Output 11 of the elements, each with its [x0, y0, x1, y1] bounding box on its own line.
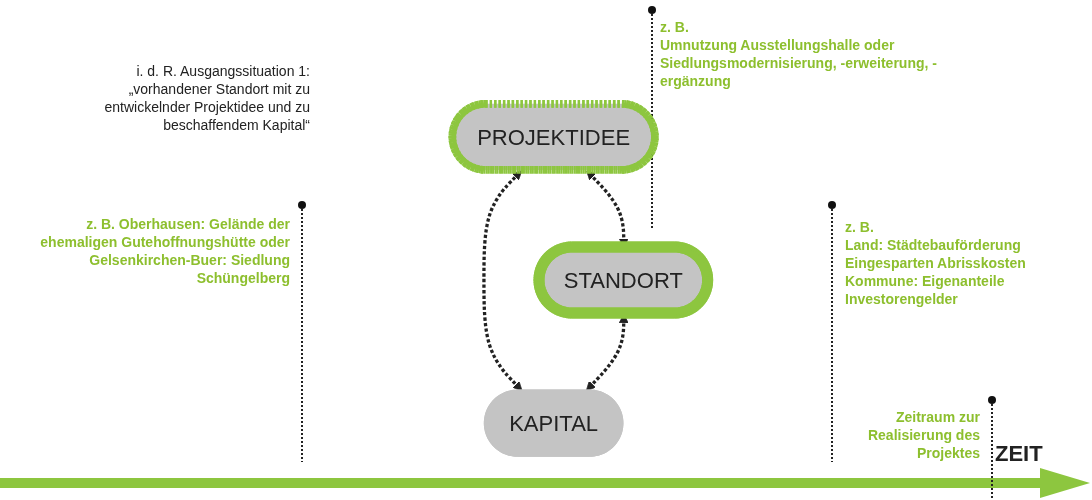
note-text: Kommune: Eigenanteile	[845, 272, 1006, 290]
note-text: ZEIT	[995, 445, 1043, 463]
note-text: z. B.	[845, 218, 875, 236]
note-text: i. d. R. Ausgangssituation 1: „vorhandener Standort mit zu entwickelnder Projektidee und zu beschaffendem Kapital“	[103, 62, 310, 134]
note-text: Land: Städtebauförderung	[845, 236, 1022, 254]
note-text: Umnutzung Ausstellungshalle oder Siedlungsmodernisierung, -erweiterung, -ergänzung	[660, 36, 938, 90]
note-text: Eingesparten Abrisskosten	[845, 254, 1027, 272]
note-text: z. B. Oberhausen: Gelände der ehemaligen Gutehoffnungshütte oder Gelsenkirchen-Buer: Siedlung Schüngelberg	[39, 215, 290, 287]
note-text: z. B.	[660, 18, 690, 36]
note-text: Zeitraum zur Realisierung des Projektes	[866, 408, 980, 462]
note-text: Investorengelder	[845, 290, 959, 308]
